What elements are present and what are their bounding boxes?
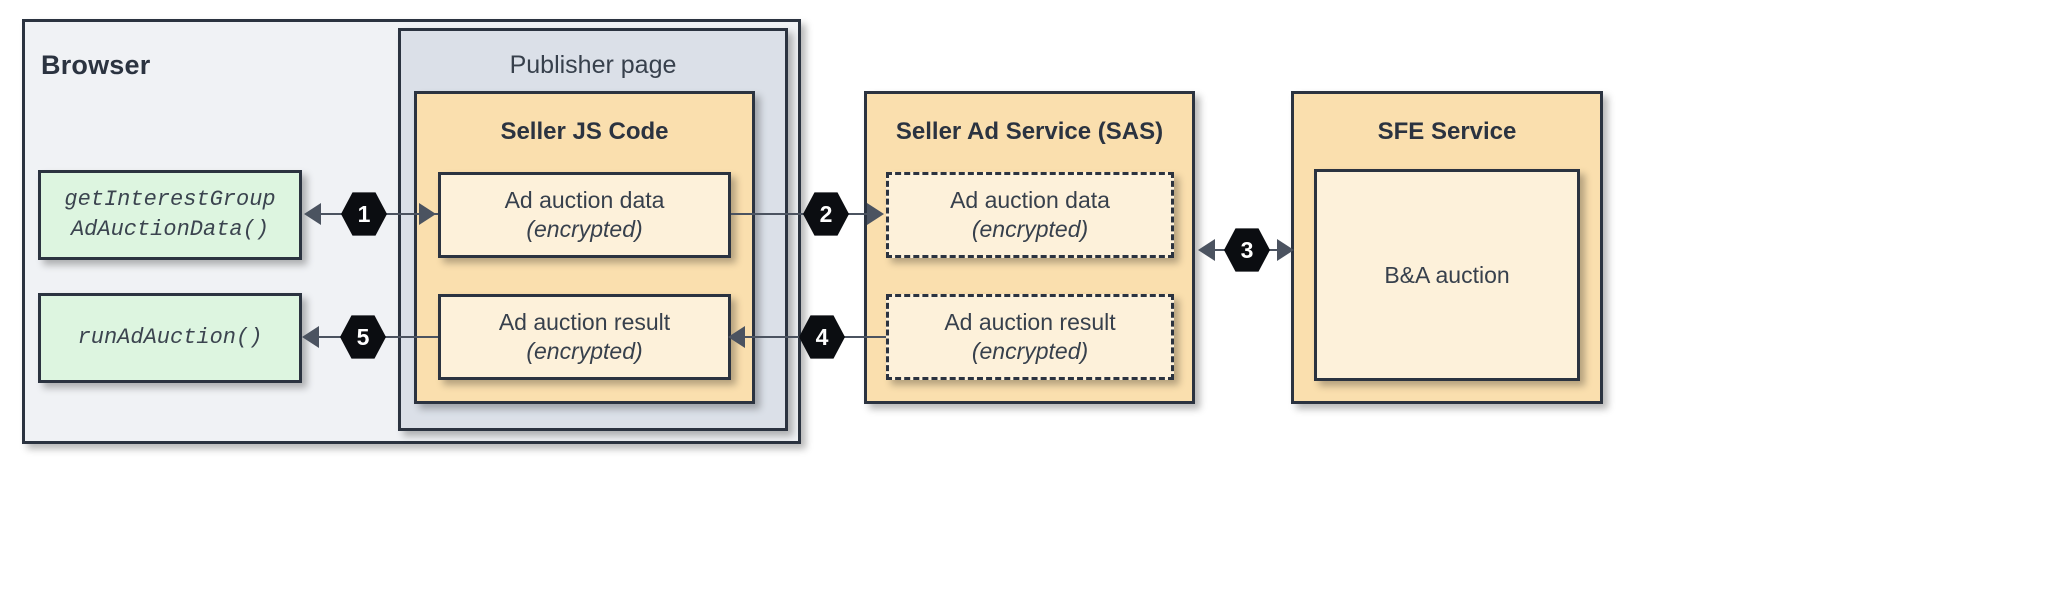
publisher-page-label: Publisher page <box>509 51 677 79</box>
arrow-head-step-5-left <box>302 326 319 348</box>
arrow-head-step-3-right <box>1277 239 1294 261</box>
api-box-run-ad-auction[interactable]: runAdAuction() <box>38 293 302 383</box>
sas-ad-auction-result-box[interactable]: Ad auction result (encrypted) <box>886 294 1174 380</box>
arrow-head-step-1-left <box>304 203 321 225</box>
seller-js-ad-auction-result-line1: Ad auction result <box>498 309 671 336</box>
arrow-head-step-2-right <box>867 203 884 225</box>
seller-js-ad-auction-data-line2: (encrypted) <box>526 216 643 242</box>
sfe-service-label: SFE Service <box>1377 118 1517 145</box>
sas-ad-auction-data-line1: Ad auction data <box>950 187 1110 214</box>
seller-ad-service-label: Seller Ad Service (SAS) <box>895 118 1164 145</box>
seller-js-ad-auction-result-box[interactable]: Ad auction result (encrypted) <box>438 294 731 380</box>
sfe-ba-auction-label: B&A auction <box>1384 261 1510 288</box>
step-badge-2[interactable]: 2 <box>803 192 849 236</box>
sas-ad-auction-result-line1: Ad auction result <box>944 309 1116 336</box>
step-badge-4[interactable]: 4 <box>799 315 845 359</box>
seller-js-ad-auction-data-line1: Ad auction data <box>504 187 665 214</box>
sas-ad-auction-result-line2: (encrypted) <box>971 338 1089 364</box>
arrow-head-step-1-right <box>419 203 436 225</box>
sfe-ba-auction-box[interactable]: B&A auction <box>1314 169 1580 381</box>
step-badge-3[interactable]: 3 <box>1224 228 1270 272</box>
sas-ad-auction-data-line2: (encrypted) <box>971 216 1089 242</box>
sas-ad-auction-data-box[interactable]: Ad auction data (encrypted) <box>886 172 1174 258</box>
browser-label: Browser <box>41 50 151 80</box>
seller-js-ad-auction-data-box[interactable]: Ad auction data (encrypted) <box>438 172 731 258</box>
arrow-head-step-3-left <box>1198 239 1215 261</box>
seller-js-code-label: Seller JS Code <box>500 118 669 145</box>
arrow-head-step-4-left <box>728 326 745 348</box>
seller-js-ad-auction-result-line2: (encrypted) <box>526 338 643 364</box>
api-box-get-interest-group-ad-auction-data[interactable]: getInterestGroup AdAuctionData() <box>38 170 302 260</box>
